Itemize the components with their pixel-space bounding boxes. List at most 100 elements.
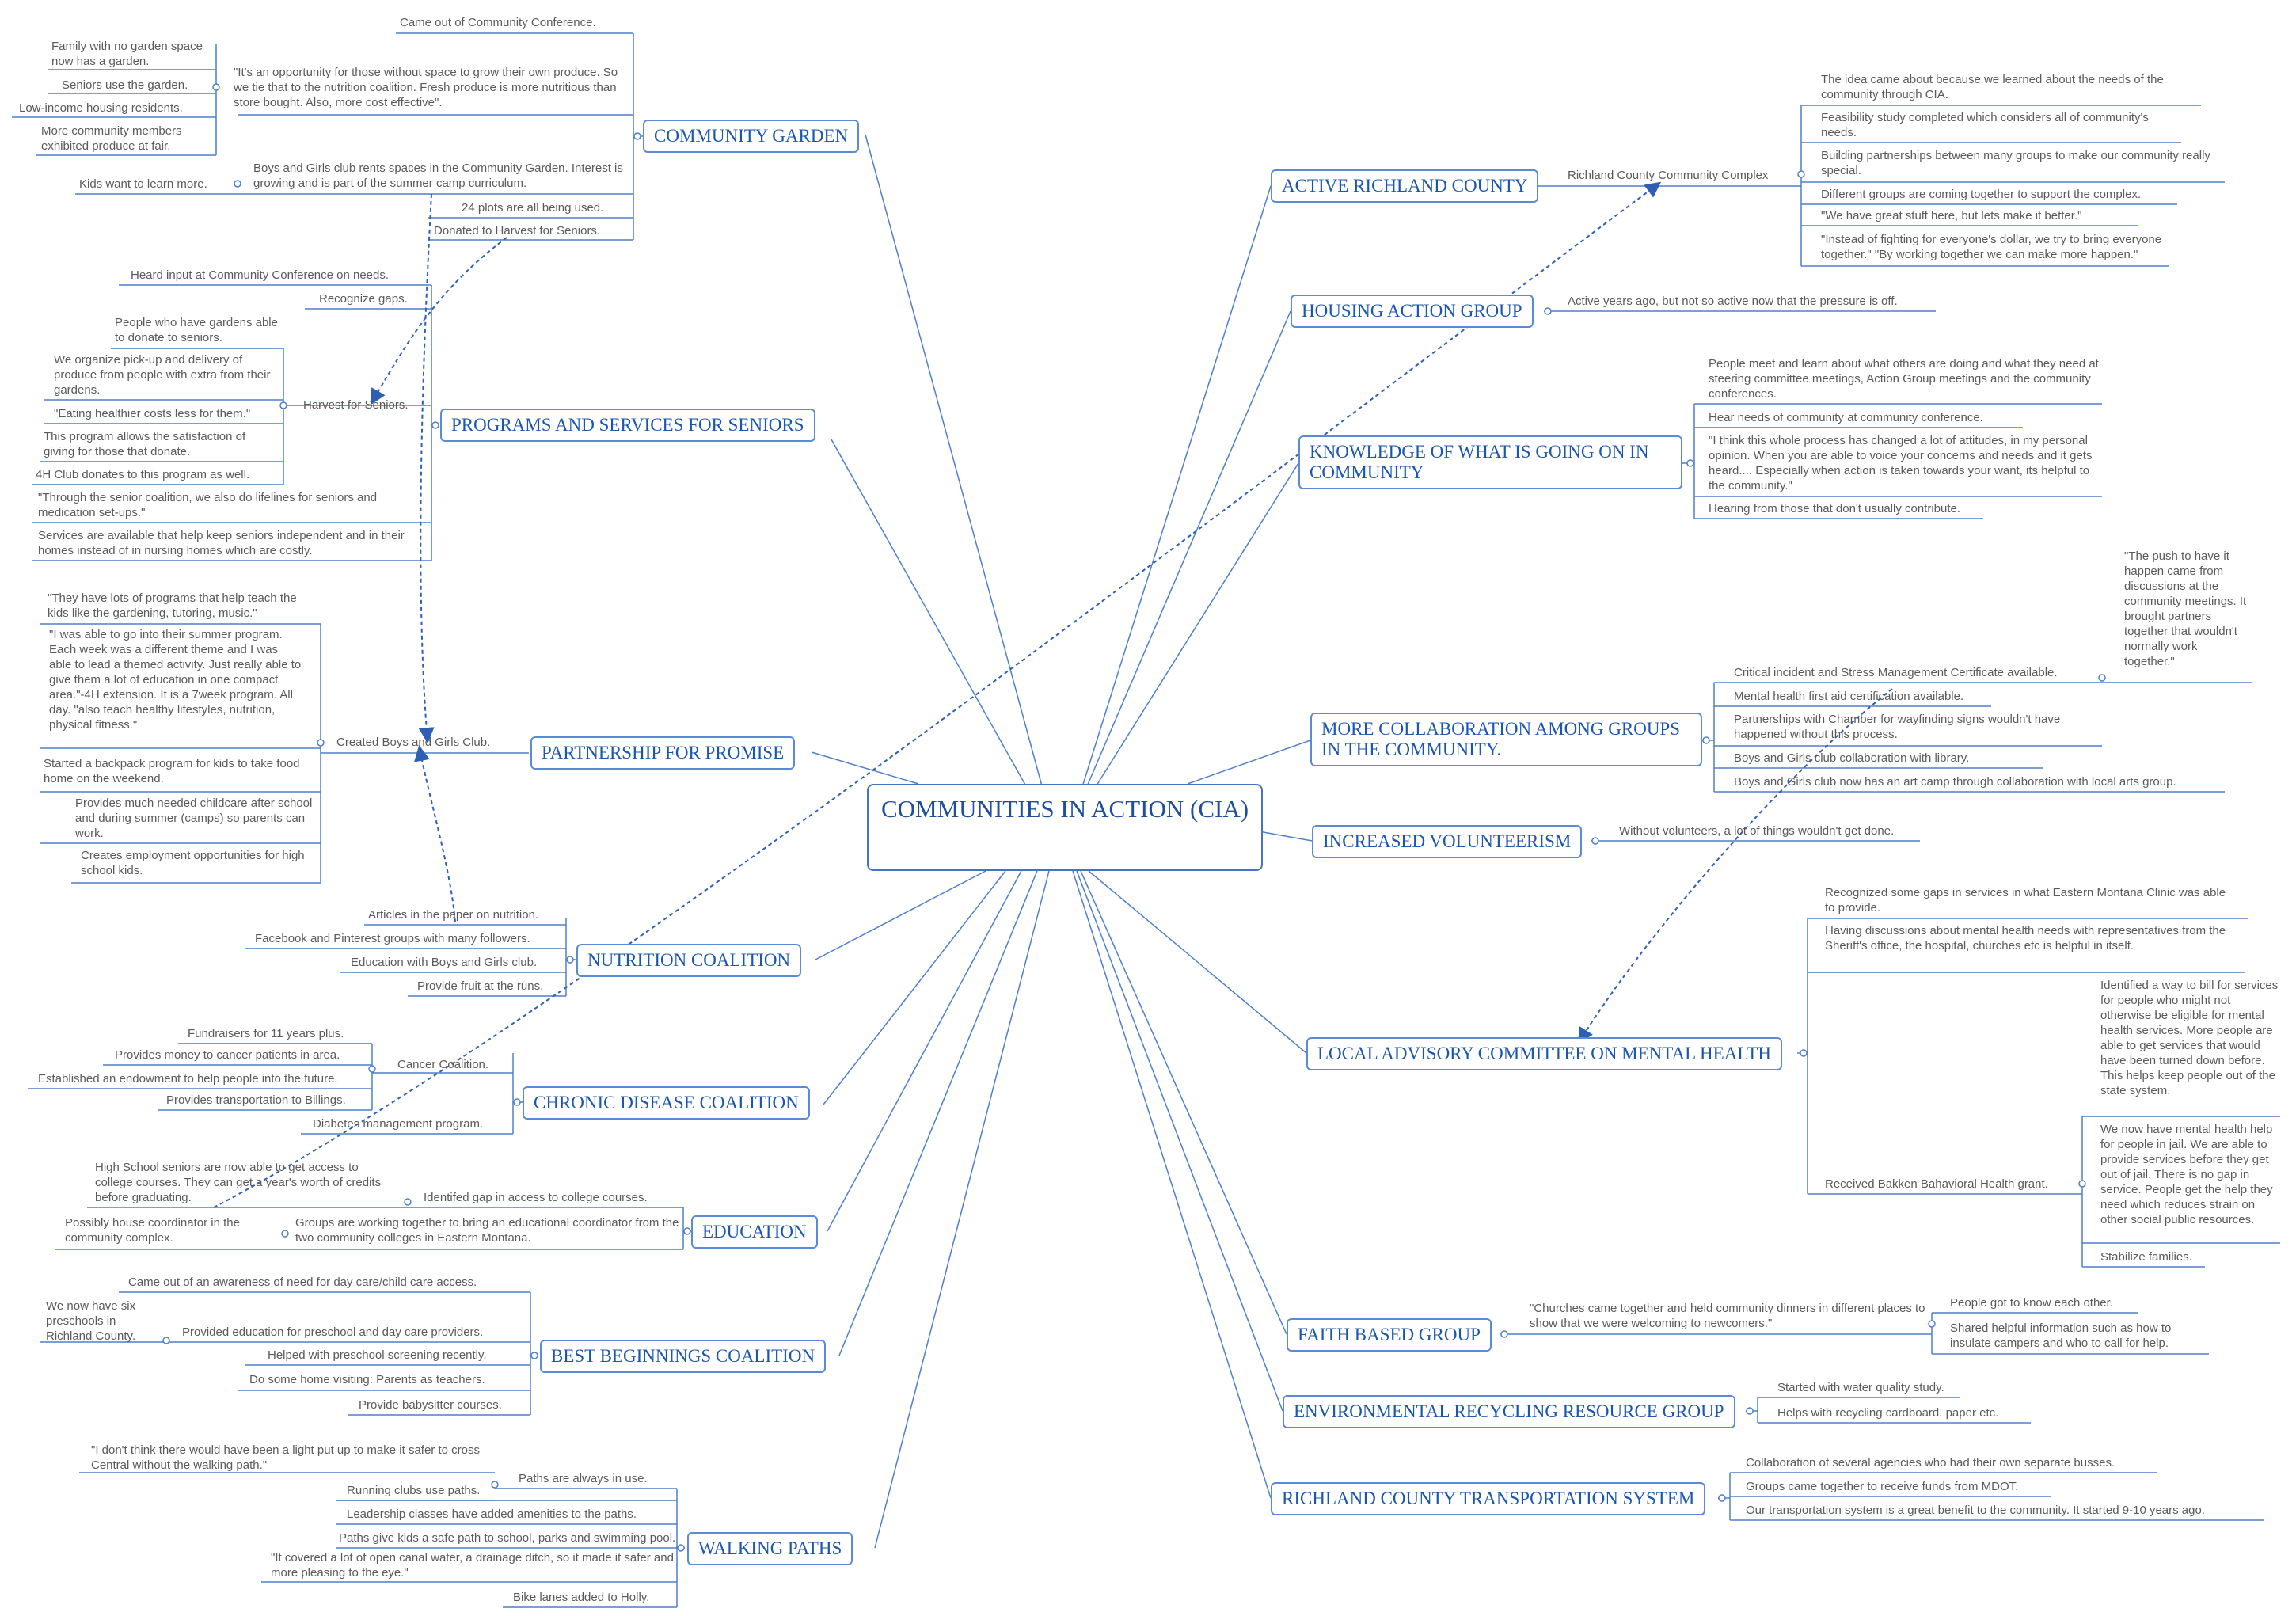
topic-best-beginnings[interactable]: BEST BEGINNINGS COALITION <box>540 1340 827 1373</box>
topic-walking-paths[interactable]: WALKING PATHS <box>687 1532 853 1565</box>
seniors-satisfaction: This program allows the satisfaction of … <box>44 430 246 458</box>
topic-education[interactable]: EDUCATION <box>691 1215 818 1249</box>
topic-label: HOUSING ACTION GROUP <box>1302 301 1522 321</box>
chronic-cancer-coalition: Cancer Coalition. <box>397 1058 489 1071</box>
topic-community-garden[interactable]: COMMUNITY GARDEN <box>643 120 860 153</box>
topic-label: INCREASED VOLUNTEERISM <box>1323 831 1572 851</box>
collab-critical: Critical incident and Stress Management … <box>1734 666 2058 679</box>
topic-transportation[interactable]: RICHLAND COUNTY TRANSPORTATION SYSTEM <box>1271 1482 1706 1515</box>
active-complex: Richland County Community Complex <box>1568 169 1769 182</box>
volunteer-without: Without volunteers, a lot of things woul… <box>1619 824 1895 838</box>
garden-plots: 24 plots are all being used. <box>462 201 604 215</box>
chronic-diabetes: Diabetes management program. <box>313 1117 484 1131</box>
seniors-4h: 4H Club donates to this program as well. <box>36 468 250 481</box>
walking-leadership: Leadership classes have added amenities … <box>347 1508 637 1521</box>
topic-active-richland[interactable]: ACTIVE RICHLAND COUNTY <box>1271 169 1539 203</box>
collab-chamber: Partnerships with Chamber for wayfinding… <box>1734 713 2061 741</box>
active-idea: The idea came about because we learned a… <box>1821 73 2164 101</box>
promise-summer: "I was able to go into their summer prog… <box>49 628 302 732</box>
mental-bakken: Received Bakken Bahavioral Health grant. <box>1825 1177 2048 1191</box>
topic-recycling[interactable]: ENVIRONMENTAL RECYCLING RESOURCE GROUP <box>1283 1395 1735 1428</box>
promise-lots-programs: "They have lots of programs that help te… <box>48 591 297 620</box>
recycle-water: Started with water quality study. <box>1777 1381 1944 1394</box>
mental-bill: Identified a way to bill for services fo… <box>2100 979 2279 1097</box>
topic-chronic-disease[interactable]: CHRONIC DISEASE COALITION <box>523 1086 810 1120</box>
faith-got-know: People got to know each other. <box>1950 1296 2113 1310</box>
topic-faith-based[interactable]: FAITH BASED GROUP <box>1287 1318 1492 1352</box>
active-instead: "Instead of fighting for everyone's doll… <box>1821 233 2162 261</box>
education-coordinator: Possibly house coordinator in the commun… <box>65 1216 240 1245</box>
garden-kids-learn: Kids want to learn more. <box>79 177 207 191</box>
seniors-harvest: Harvest for Seniors. <box>303 398 409 412</box>
beginnings-awareness: Came out of an awareness of need for day… <box>128 1276 477 1289</box>
chronic-cancer-money: Provides money to cancer patients in are… <box>115 1048 340 1062</box>
topic-label: NUTRITION COALITION <box>587 950 791 970</box>
promise-backpack: Started a backpack program for kids to t… <box>44 757 300 785</box>
chronic-transport: Provides transportation to Billings. <box>166 1093 346 1107</box>
nutrition-facebook: Facebook and Pinterest groups with many … <box>255 932 530 945</box>
education-seniors-access: High School seniors are now able to get … <box>95 1161 382 1204</box>
collab-push: "The push to have it happen came from di… <box>2124 549 2247 668</box>
promise-childcare: Provides much needed childcare after sch… <box>75 797 313 840</box>
mental-recognized: Recognized some gaps in services in what… <box>1825 886 2226 914</box>
housing-active-years: Active years ago, but not so active now … <box>1568 295 1898 308</box>
seniors-pickup: We organize pick-up and delivery of prod… <box>54 353 271 397</box>
collab-library: Boys and Girls club collaboration with l… <box>1734 751 1970 765</box>
topic-programs-seniors[interactable]: PROGRAMS AND SERVICES FOR SENIORS <box>440 409 815 442</box>
topic-partnership-promise[interactable]: PARTNERSHIP FOR PROMISE <box>530 736 796 770</box>
topic-label: RICHLAND COUNTY TRANSPORTATION SYSTEM <box>1282 1489 1695 1508</box>
chronic-fundraisers: Fundraisers for 11 years plus. <box>188 1027 344 1040</box>
collab-art-camp: Boys and Girls club now has an art camp … <box>1734 775 2176 789</box>
topic-mental-health[interactable]: LOCAL ADVISORY COMMITTEE ON MENTAL HEALT… <box>1306 1037 1782 1070</box>
transport-collab: Collaboration of several agencies who ha… <box>1746 1456 2115 1470</box>
garden-family: Family with no garden space now has a ga… <box>51 40 203 68</box>
education-groups: Groups are working together to bring an … <box>295 1216 679 1245</box>
topic-nutrition-coalition[interactable]: NUTRITION COALITION <box>576 944 802 977</box>
beginnings-provided: Provided education for preschool and day… <box>182 1325 484 1339</box>
topic-knowledge[interactable]: KNOWLEDGE OF WHAT IS GOING ON IN COMMUNI… <box>1298 435 1682 489</box>
topic-volunteerism[interactable]: INCREASED VOLUNTEERISM <box>1312 825 1583 858</box>
topic-label: KNOWLEDGE OF WHAT IS GOING ON IN COMMUNI… <box>1310 442 1649 482</box>
seniors-eating: "Eating healthier costs less for them." <box>54 407 251 420</box>
seniors-lifelines: "Through the senior coalition, we also d… <box>38 491 378 519</box>
mental-discussions: Having discussions about mental health n… <box>1825 924 2226 952</box>
knowledge-changed: "I think this whole process has changed … <box>1709 434 2093 492</box>
topic-label: WALKING PATHS <box>698 1538 842 1558</box>
topic-housing-action[interactable]: HOUSING ACTION GROUP <box>1291 295 1534 328</box>
topic-label: COMMUNITY GARDEN <box>654 126 849 146</box>
promise-created: Created Boys and Girls Club. <box>336 736 491 749</box>
transport-mdot: Groups came together to receive funds fr… <box>1746 1480 2019 1493</box>
garden-members-fair: More community members exhibited produce… <box>41 124 182 153</box>
promise-employment: Creates employment opportunities for hig… <box>81 849 305 877</box>
topic-label: CHRONIC DISEASE COALITION <box>534 1093 799 1112</box>
beginnings-six: We now have six preschools in Richland C… <box>46 1299 136 1343</box>
topic-label: ACTIVE RICHLAND COUNTY <box>1282 176 1528 196</box>
education-gap: Identifed gap in access to college cours… <box>424 1191 648 1204</box>
beginnings-home-visiting: Do some home visiting: Parents as teache… <box>249 1373 485 1386</box>
walking-canal: "It covered a lot of open canal water, a… <box>271 1551 674 1580</box>
faith-churches: "Churches came together and held communi… <box>1530 1302 1925 1330</box>
knowledge-hear-needs: Hear needs of community at community con… <box>1709 411 1983 424</box>
topic-label: PARTNERSHIP FOR PROMISE <box>542 743 785 762</box>
seniors-gardens-donate: People who have gardens able to donate t… <box>115 316 278 344</box>
topic-label: PROGRAMS AND SERVICES FOR SENIORS <box>451 415 804 435</box>
topic-label: ENVIRONMENTAL RECYCLING RESOURCE GROUP <box>1294 1401 1724 1421</box>
beginnings-screening: Helped with preschool screening recently… <box>268 1348 487 1362</box>
topic-collaboration[interactable]: MORE COLLABORATION AMONG GROUPS IN THE C… <box>1310 713 1702 766</box>
topic-label: FAITH BASED GROUP <box>1298 1325 1481 1344</box>
garden-seniors-use: Seniors use the garden. <box>62 78 188 92</box>
beginnings-babysitter: Provide babysitter courses. <box>359 1398 502 1412</box>
walking-always-use: Paths are always in use. <box>519 1472 648 1485</box>
chronic-endowment: Established an endowment to help people … <box>38 1072 338 1086</box>
transport-benefit: Our transportation system is a great ben… <box>1746 1504 2205 1517</box>
central-topic[interactable]: COMMUNITIES IN ACTION (CIA) <box>867 784 1263 871</box>
knowledge-people-meet: People meet and learn about what others … <box>1709 357 2099 401</box>
walking-safe-path: Paths give kids a safe path to school, p… <box>339 1531 676 1545</box>
topic-label: EDUCATION <box>702 1222 807 1241</box>
seniors-recognize-gaps: Recognize gaps. <box>319 292 408 306</box>
nutrition-fruit: Provide fruit at the runs. <box>417 979 544 993</box>
seniors-heard-input: Heard input at Community Conference on n… <box>131 268 390 282</box>
topic-label: LOCAL ADVISORY COMMITTEE ON MENTAL HEALT… <box>1317 1044 1771 1063</box>
